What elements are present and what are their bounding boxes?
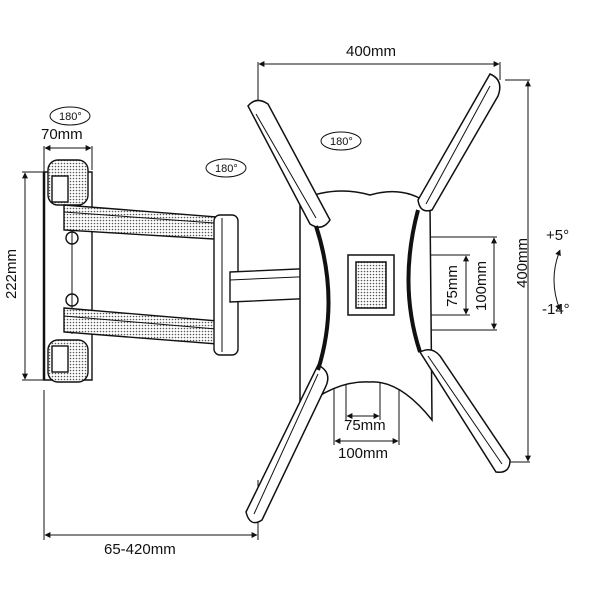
arm-swivel-label: 180° xyxy=(215,163,238,175)
wall-plate-width-label: 70mm xyxy=(41,126,83,143)
plate-rotate-label: 180° xyxy=(330,136,353,148)
vesa-small-height-label: 75mm xyxy=(444,265,461,307)
tilt-down-label: -14° xyxy=(542,301,570,318)
wall-swivel-label: 180° xyxy=(59,111,82,123)
rotate-icon-plate xyxy=(320,131,362,151)
vesa-large-width-label: 100mm xyxy=(338,445,389,462)
tilt-up-label: +5° xyxy=(546,227,570,244)
plate-width-label: 400mm xyxy=(346,43,397,60)
rotate-icon-arm xyxy=(205,158,247,178)
vesa-large-height-label: 100mm xyxy=(473,260,490,312)
swing-arm xyxy=(63,204,321,356)
tv-plate xyxy=(245,73,511,524)
extension-label: 65-420mm xyxy=(104,541,176,558)
wall-plate-height-label: 222mm xyxy=(3,248,20,300)
rotate-icon-wall xyxy=(49,106,91,126)
wall-plate xyxy=(42,159,93,383)
vesa-small-width-label: 75mm xyxy=(344,417,386,434)
plate-height-label: 400mm xyxy=(514,237,531,289)
